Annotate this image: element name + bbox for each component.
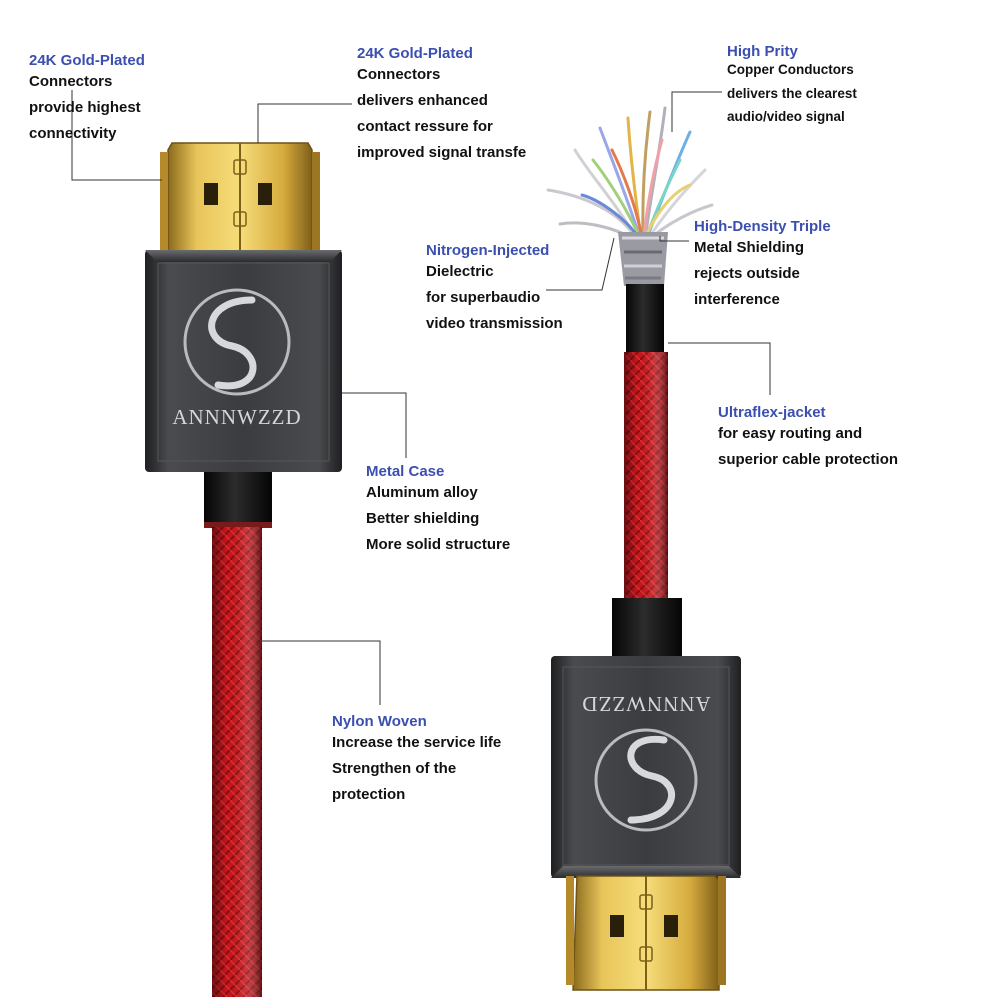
annotation-line: superior cable protection bbox=[718, 451, 899, 468]
right-nylon-cable bbox=[624, 352, 668, 602]
annotation-title: 24K Gold-Plated bbox=[29, 52, 145, 69]
left-hdmi-connector: ANNNWZZD bbox=[145, 142, 342, 997]
left-black-sleeve bbox=[204, 472, 272, 526]
annotation-line: delivers the clearest bbox=[727, 85, 857, 101]
annotation-line: Better shielding bbox=[366, 510, 480, 527]
annotation-title: Ultraflex-jacket bbox=[718, 404, 826, 421]
annotation-gold-plated-mid: 24K Gold-Plated Connectors delivers enha… bbox=[357, 46, 526, 171]
annotation-line: connectivity bbox=[29, 125, 117, 142]
annotation-line: Increase the service life bbox=[332, 734, 502, 751]
left-metal-housing bbox=[145, 250, 342, 472]
exposed-wires bbox=[546, 106, 714, 244]
annotation-line: Connectors bbox=[29, 73, 113, 90]
inner-black-jacket bbox=[626, 284, 664, 354]
annotation-line: interference bbox=[694, 291, 780, 308]
annotation-title: Nylon Woven bbox=[332, 713, 427, 730]
annotation-line: contact ressure for bbox=[357, 118, 493, 135]
annotation-line: audio/video signal bbox=[727, 109, 845, 124]
right-metal-housing bbox=[551, 656, 741, 878]
s-swirl-logo-icon bbox=[594, 728, 698, 832]
brand-name-right: ANNNWZZD bbox=[581, 692, 710, 716]
annotation-title: High Prity bbox=[727, 43, 798, 60]
foil-shielding bbox=[618, 232, 668, 286]
leader-lines bbox=[71, 90, 771, 705]
annotation-line: for superbaudio bbox=[426, 289, 541, 306]
annotation-line: Dielectric bbox=[426, 263, 494, 280]
left-nylon-cable bbox=[212, 527, 262, 997]
annotation-line: Copper Conductors bbox=[727, 62, 854, 77]
annotation-line: More solid structure bbox=[366, 536, 511, 553]
annotation-line: provide highest bbox=[29, 99, 141, 116]
annotation-title: High-Density Triple bbox=[694, 218, 831, 235]
annotation-gold-plated-left: 24K Gold-Plated Connectors provide highe… bbox=[29, 53, 145, 152]
annotation-nylon-woven: Nylon Woven Increase the service life St… bbox=[332, 714, 501, 813]
annotation-line: improved signal transfe bbox=[357, 144, 527, 161]
annotation-title: Metal Case bbox=[366, 463, 445, 480]
annotation-line: protection bbox=[332, 786, 406, 803]
annotation-nitrogen-dielectric: Nitrogen-Injected Dielectric for superba… bbox=[426, 243, 563, 342]
annotation-title: Nitrogen-Injected bbox=[426, 242, 550, 259]
annotation-line: for easy routing and bbox=[718, 425, 863, 442]
annotation-line: Metal Shielding bbox=[694, 239, 805, 256]
annotation-line: video transmission bbox=[426, 315, 563, 332]
annotation-title: 24K Gold-Plated bbox=[357, 45, 473, 62]
right-black-sleeve bbox=[612, 598, 682, 656]
right-cable-assembly: ANNNWZZD bbox=[546, 106, 741, 991]
brand-name-left: ANNNWZZD bbox=[172, 405, 301, 429]
annotation-line: rejects outside bbox=[694, 265, 800, 282]
annotation-line: delivers enhanced bbox=[357, 92, 488, 109]
annotation-copper-conductors: High Prity Copper Conductors delivers th… bbox=[727, 44, 857, 134]
annotation-ultraflex-jacket: Ultraflex-jacket for easy routing and su… bbox=[718, 405, 898, 478]
annotation-metal-case: Metal Case Aluminum alloy Better shieldi… bbox=[366, 464, 510, 563]
s-swirl-logo-icon bbox=[183, 288, 291, 396]
annotation-line: Connectors bbox=[357, 66, 441, 83]
right-gold-plug bbox=[566, 875, 726, 991]
annotation-line: Aluminum alloy bbox=[366, 484, 478, 501]
annotation-line: Strengthen of the bbox=[332, 760, 457, 777]
left-gold-plug bbox=[160, 142, 320, 254]
annotation-triple-shielding: High-Density Triple Metal Shielding reje… bbox=[694, 219, 831, 318]
